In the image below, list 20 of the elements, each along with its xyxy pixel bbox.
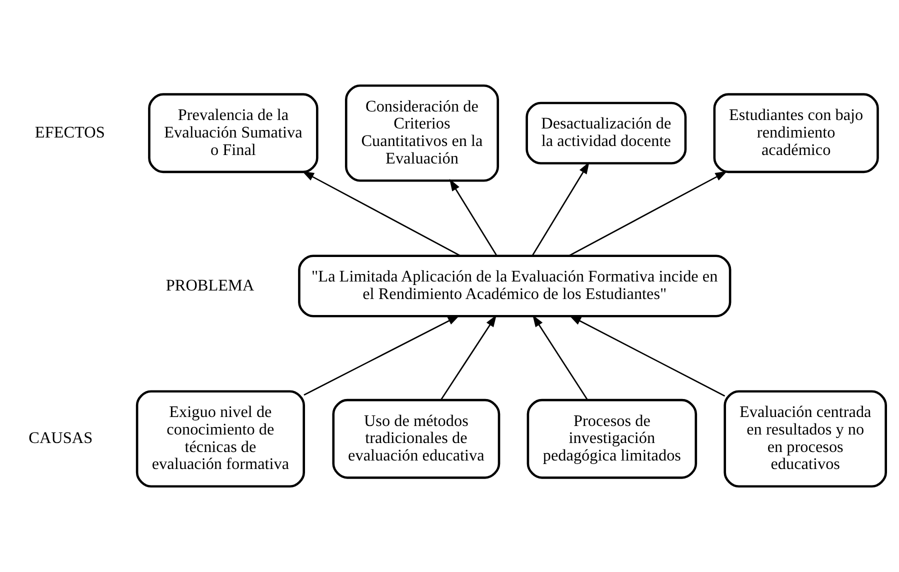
arrow (302, 171, 461, 256)
arrow (440, 314, 497, 400)
arrow (304, 315, 460, 396)
arrow (568, 171, 728, 256)
arrow (569, 315, 726, 397)
node-box: Consideración de Criterios Cuantitativos en la Evaluación (344, 84, 500, 182)
arrow (532, 162, 590, 256)
arrow (449, 178, 498, 256)
node-box: Evaluación centrada en resultados y no en procesos educativos (724, 390, 887, 488)
label: EFECTOS (34, 123, 105, 142)
node-box: "La Limitada Aplicación de la Evaluación Formativa incide en el Rendimiento Académico de los Estudiantes" (298, 254, 732, 318)
label: PROBLEMA (166, 276, 254, 294)
node-box: Exiguo nivel de conocimiento de técnicas de evaluación formativa (136, 390, 306, 488)
node-box: Procesos de investigación pedagógica limitados (526, 398, 698, 479)
node-box: Uso de métodos tradicionales de evaluación educativa (332, 398, 500, 479)
node-box: Prevalencia de la Evaluación Sumativa o Final (148, 93, 318, 174)
arrow (532, 314, 588, 400)
node-box: Desactualización de la actividad docente (526, 102, 687, 164)
node-box: Estudiantes con bajo rendimiento académico (713, 93, 879, 174)
label: CAUSAS (28, 429, 93, 448)
